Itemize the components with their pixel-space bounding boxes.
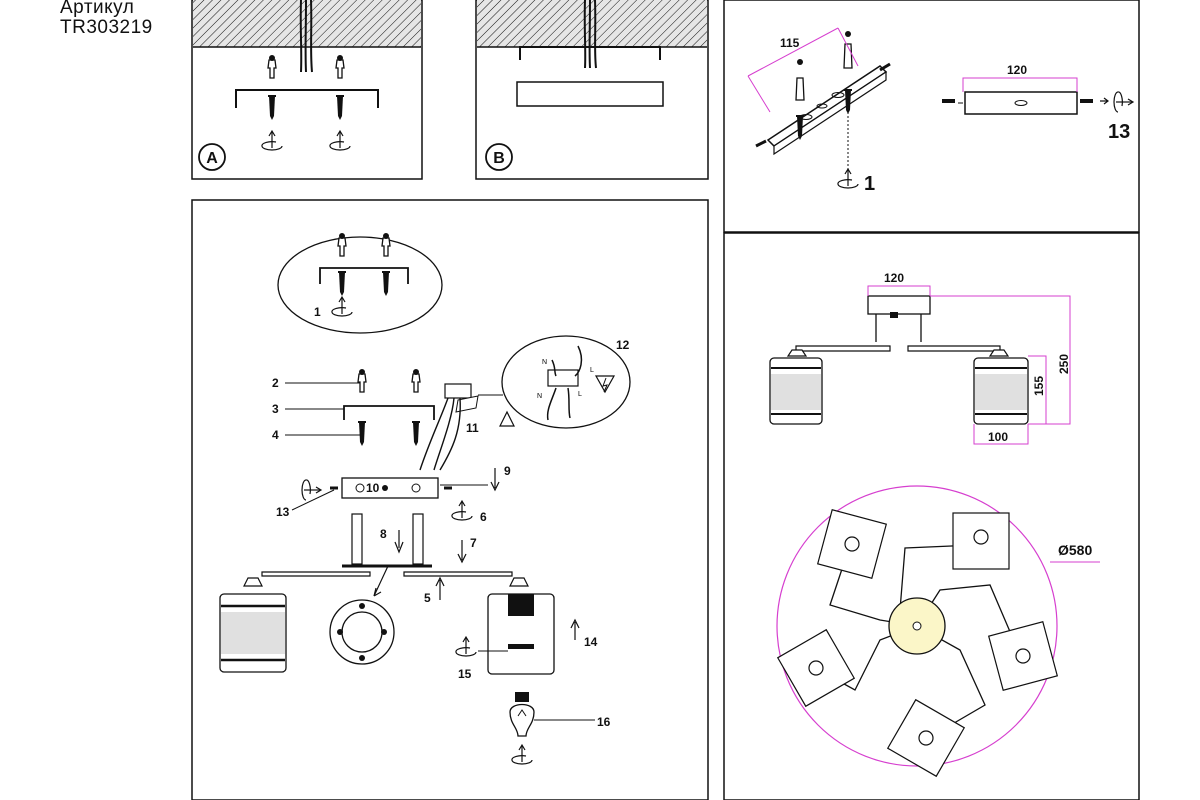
article-number: TR303219 [60,17,153,38]
callout-12: 12 [616,338,630,352]
dim-155: 155 [1032,376,1046,396]
callout-13: 13 [276,505,290,519]
dimensions-panel: 120 250 155 100 Ø580 [723,232,1140,800]
shade-left [769,357,823,425]
callout-6: 6 [480,510,487,524]
step-1-label: 1 [864,173,875,195]
dim-580: Ø580 [1058,542,1092,558]
shade-right [973,357,1029,425]
badge-b-text: B [493,150,505,167]
wires [299,0,313,73]
shade-main-left [219,593,287,673]
bulb-icon [509,692,535,737]
live-label-2: L [578,391,582,398]
callout-5: 5 [424,591,431,605]
canopy-plate [516,81,664,107]
callout-1: 1 [314,305,321,319]
badge-a-text: A [206,150,218,167]
neutral-label-2: N [537,393,542,400]
dim-120-canopy: 120 [884,271,904,285]
shade-main-right [487,593,555,675]
main-panel: N L N L [191,199,709,800]
ceiling-hatch [193,0,421,47]
dim-120-top: 120 [1007,63,1027,77]
callout-2: 2 [272,376,279,390]
dim-115: 115 [780,36,800,50]
callout-10: 10 [366,481,380,495]
callout-15: 15 [458,667,472,681]
callout-3: 3 [272,402,279,416]
warning-icon [594,375,616,394]
callout-4: 4 [272,428,279,442]
callout-7: 7 [470,536,477,550]
mounting-bracket [235,89,379,108]
dim-100: 100 [988,430,1008,444]
step-13-label: 13 [1108,121,1130,143]
callout-16: 16 [597,715,611,729]
badge-b [485,143,513,171]
canopy-main [341,477,439,499]
callout-8: 8 [380,527,387,541]
callout-11: 11 [466,421,479,435]
panel-a: A [191,0,423,180]
live-label: L [590,367,594,374]
badge-a [198,143,226,171]
neutral-label: N [542,359,547,366]
callout-14: 14 [584,635,598,649]
side-plate [964,91,1078,115]
dim-250: 250 [1057,354,1071,374]
panel-b: B [475,0,709,180]
article-label: Артикул TR303219 [60,0,153,38]
callout-9: 9 [504,464,511,478]
bracket-panel: 115 1 120 13 [723,0,1140,233]
warning-icon [499,410,515,427]
detail-ellipse-1 [277,236,443,334]
article-word: Артикул [60,0,135,18]
diameter-circle [776,485,1058,767]
